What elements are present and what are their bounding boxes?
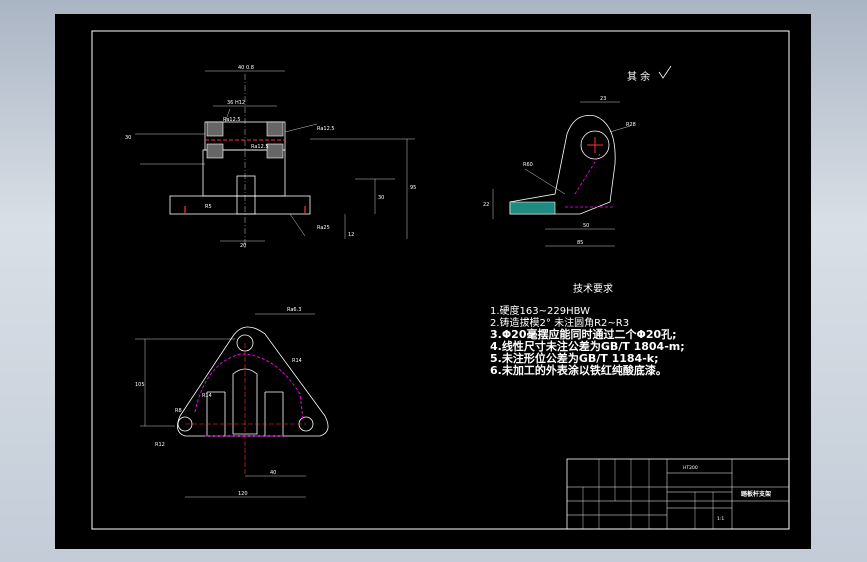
front-dim-10: 12	[348, 232, 354, 238]
title-part-name: 踏板杆支架	[741, 490, 771, 498]
front-hatch-right-top	[266, 121, 284, 137]
front-dim-5: Ra25	[317, 225, 330, 231]
cad-drawing: 40 0.8 36 H12 Ra12.5 Ra12.5 Ra12.5 Ra25 …	[91, 30, 790, 530]
side-dim-4: 50	[583, 223, 589, 229]
title-material: HT200	[683, 465, 698, 471]
front-dim-0: 40 0.8	[238, 65, 254, 71]
tech-note-4: 4.线性尺寸未注公差为GB/T 1804-m;	[490, 339, 685, 353]
side-dim-0: 23	[600, 96, 606, 102]
front-dim-9: 95	[410, 185, 416, 191]
top-view: Ra6.3 R14 R12 R8 R14 40 105 120	[135, 307, 329, 498]
tech-title: 技术要求	[573, 282, 613, 295]
side-section-hatch	[509, 201, 556, 215]
side-bore	[580, 130, 610, 160]
tech-note-1: 1.硬度163~229HBW	[490, 304, 590, 317]
drawing-sheet: 40 0.8 36 H12 Ra12.5 Ra12.5 Ra12.5 Ra25 …	[55, 14, 811, 549]
front-dim-2: Ra12.5	[223, 117, 241, 123]
side-dim-5: 85	[577, 240, 583, 246]
top-outline	[177, 326, 329, 437]
front-dim-11: 30	[125, 135, 131, 141]
front-dim-8: 30	[378, 195, 384, 201]
top-dim-1: R14	[292, 358, 302, 364]
title-block: HT200 踏板杆支架 1:1	[566, 458, 790, 530]
roughness-note: 其 余	[627, 70, 650, 83]
side-dim-1: R28	[626, 122, 636, 128]
tech-note-6: 6.未加工的外表涂以铁红纯酸底漆。	[490, 363, 667, 377]
side-view: 23 R28 R60 22 50 85	[483, 96, 636, 247]
tech-requirements: 技术要求 1.硬度163~229HBW 2.铸造拔模2° 未注圆角R2~R3 3…	[490, 282, 685, 377]
front-dim-7: 20	[240, 243, 246, 249]
front-hatch-right-bot	[266, 143, 284, 159]
top-dim-3: R8	[175, 408, 182, 414]
top-dim-0: Ra6.3	[287, 307, 301, 313]
top-hidden-contour	[194, 353, 304, 420]
tech-note-5: 5.未注形位公差为GB/T 1184-k;	[490, 351, 659, 365]
tech-note-3: 3.Φ20毫摆应能同时通过二个Φ20孔;	[490, 327, 677, 341]
front-base-plate	[169, 195, 311, 215]
front-center-web	[236, 175, 256, 215]
front-hatch-left-top	[206, 121, 224, 137]
side-dim-3: 22	[483, 202, 489, 208]
drawing-border	[91, 30, 790, 530]
title-scale: 1:1	[717, 516, 724, 522]
front-dim-1: 36 H12	[227, 100, 245, 106]
top-dim-5: 40	[270, 470, 276, 476]
front-hatch-left-bot	[206, 143, 224, 159]
side-profile	[509, 115, 616, 215]
top-dim-2: R12	[155, 442, 165, 448]
top-dim-4: R14	[202, 393, 212, 399]
roughness-symbol	[658, 65, 672, 79]
front-dim-6: R5	[205, 204, 212, 210]
top-dim-6: 105	[135, 382, 145, 388]
side-dim-2: R60	[523, 162, 533, 168]
tech-note-2: 2.铸造拔模2° 未注圆角R2~R3	[490, 316, 629, 329]
front-view: 40 0.8 36 H12 Ra12.5 Ra12.5 Ra12.5 Ra25 …	[125, 65, 416, 249]
front-dim-4: Ra12.5	[251, 144, 269, 150]
top-dim-7: 120	[238, 491, 248, 497]
front-dim-3: Ra12.5	[317, 126, 335, 132]
